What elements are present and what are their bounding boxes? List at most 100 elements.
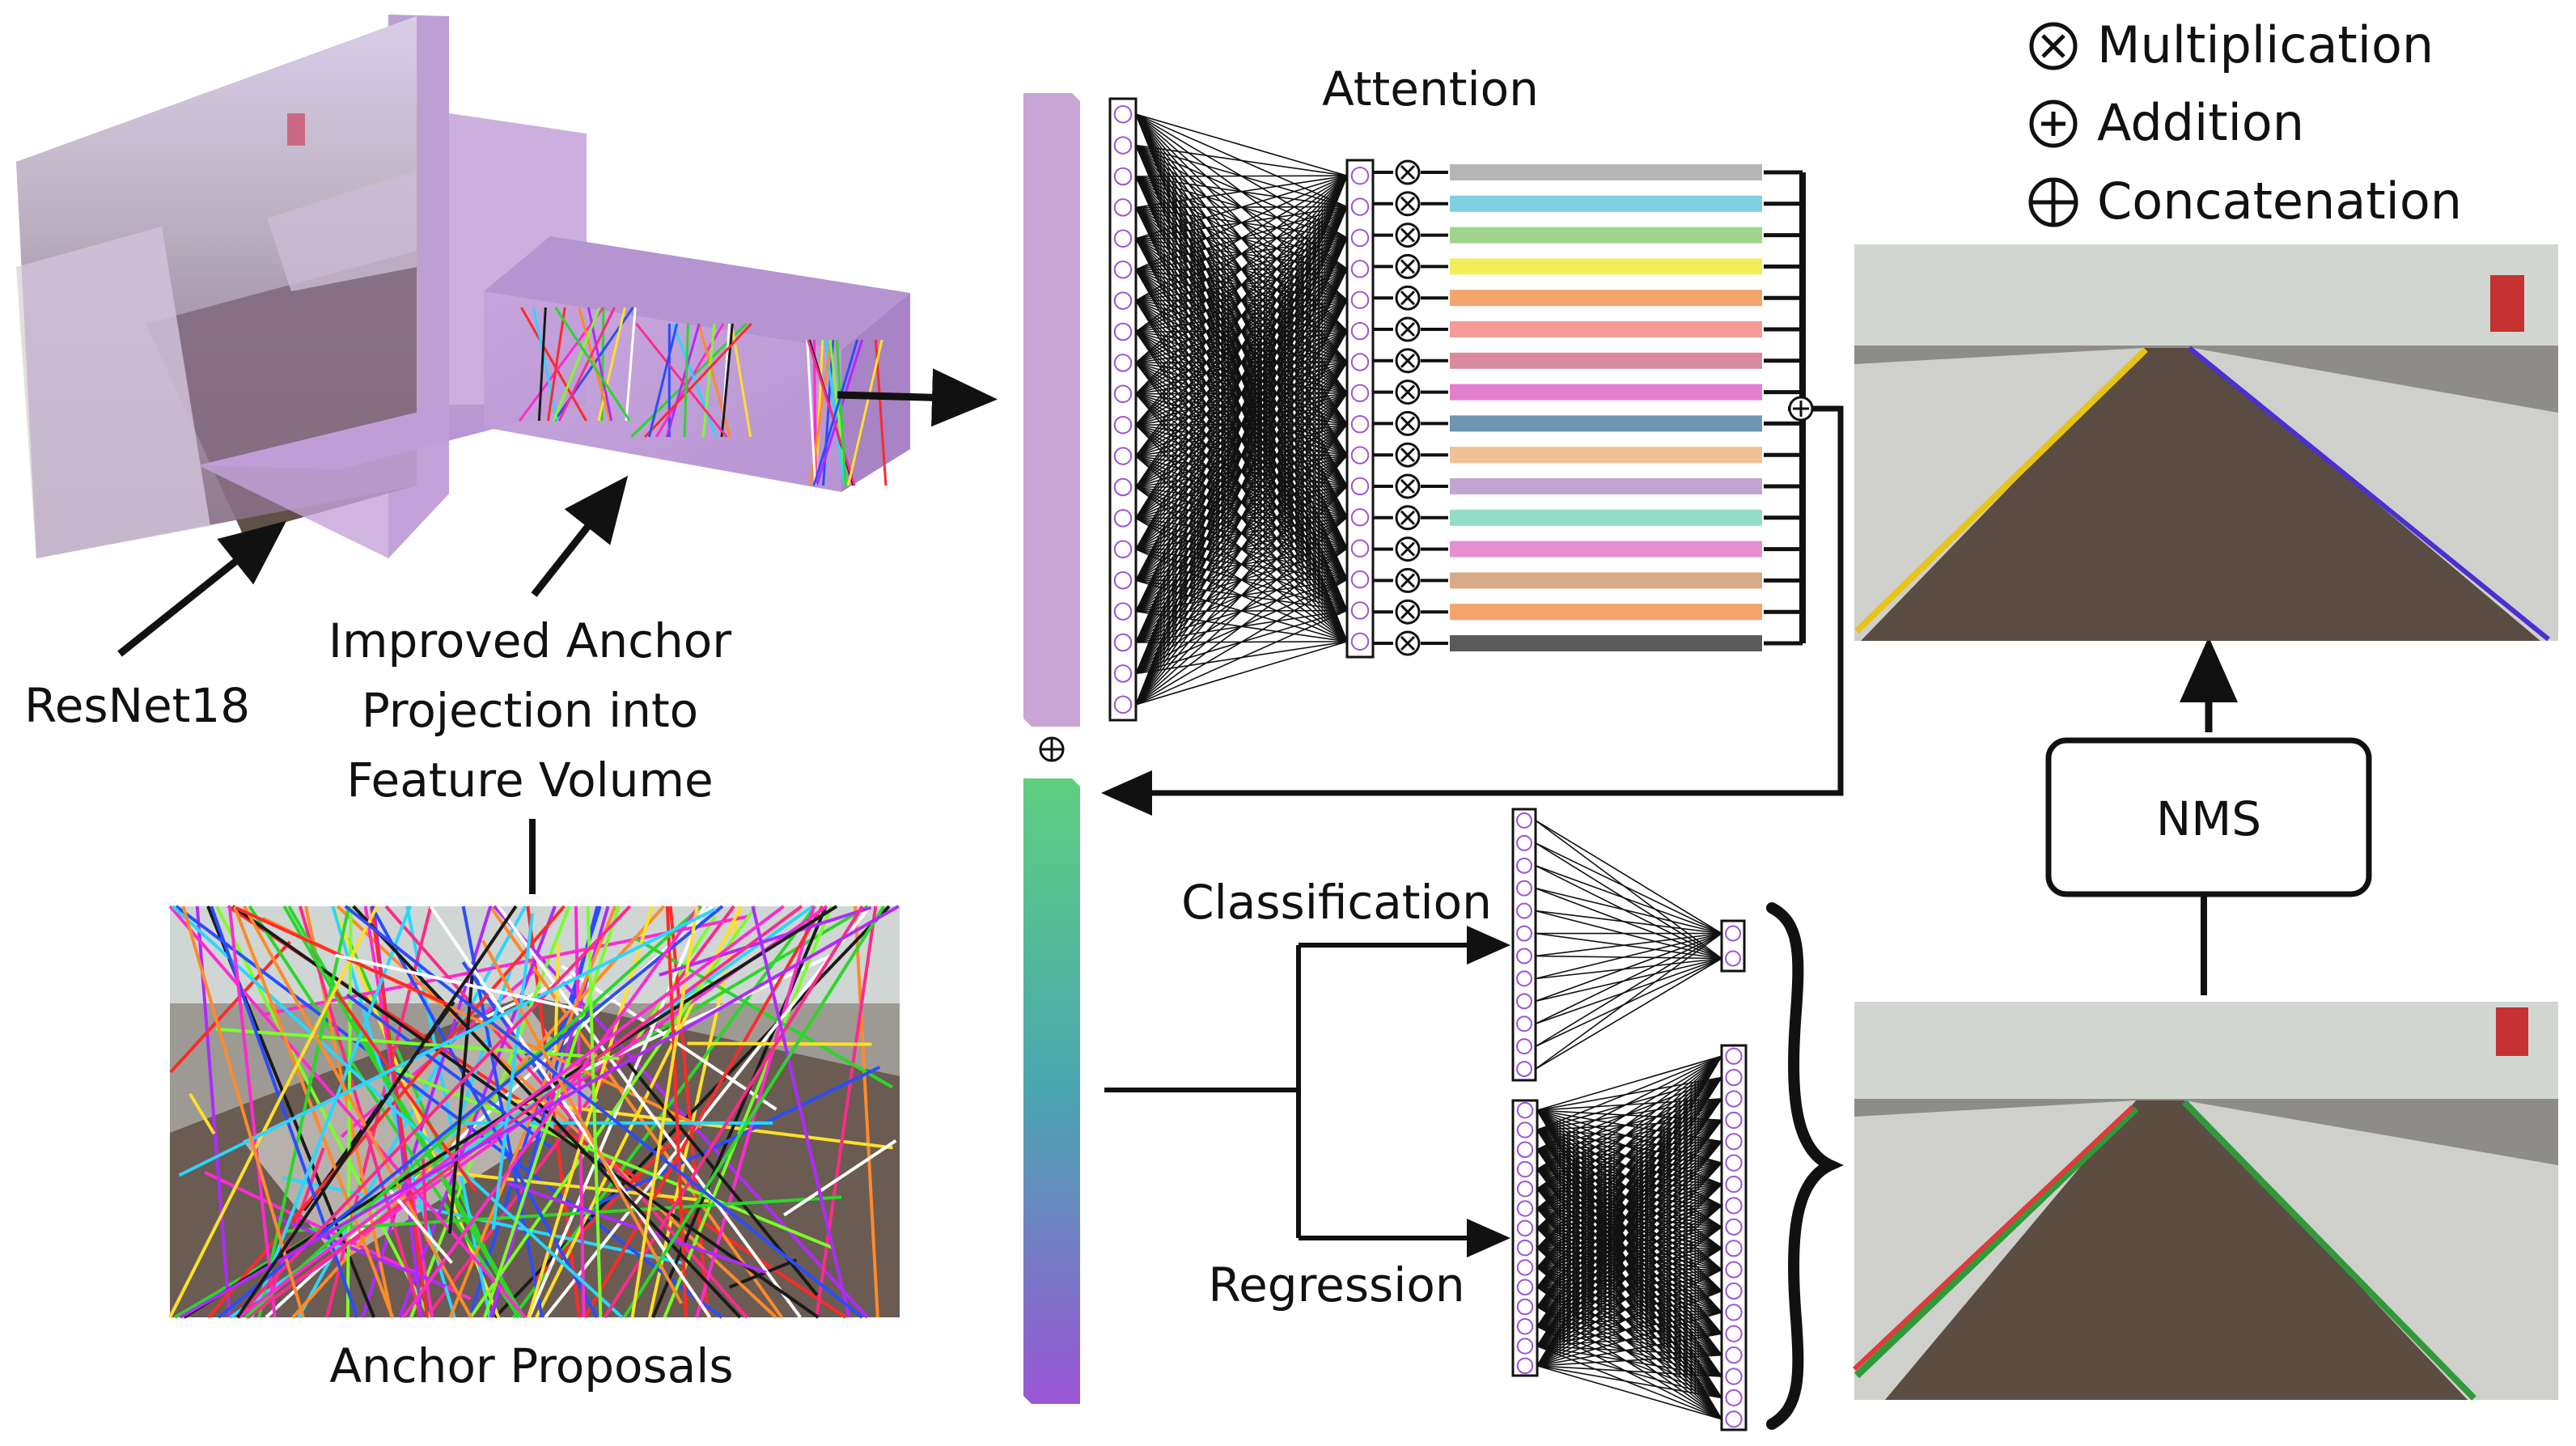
addition-icon bbox=[2032, 102, 2075, 146]
neuron bbox=[1352, 416, 1368, 432]
neuron bbox=[1517, 836, 1532, 850]
multiplication-icon bbox=[1396, 443, 1419, 466]
neuron bbox=[1352, 291, 1368, 307]
neuron bbox=[1518, 1201, 1532, 1215]
neuron bbox=[1115, 665, 1131, 681]
neuron bbox=[1115, 168, 1131, 184]
neuron bbox=[1517, 1039, 1532, 1054]
anchor-line bbox=[687, 1043, 871, 1044]
neuron bbox=[1726, 1368, 1741, 1384]
neuron bbox=[1517, 813, 1532, 828]
neuron bbox=[1726, 1219, 1741, 1235]
neuron bbox=[1726, 1070, 1741, 1085]
neuron bbox=[1115, 541, 1131, 558]
attention-weights bbox=[1373, 161, 1803, 655]
neuron bbox=[1517, 1016, 1532, 1031]
neuron bbox=[1726, 1177, 1741, 1192]
legend-addition: Addition bbox=[2097, 93, 2304, 152]
neuron bbox=[1518, 1240, 1532, 1255]
neuron bbox=[1352, 571, 1368, 587]
attention-weight-bar bbox=[1450, 604, 1762, 620]
backbone-label: ResNet18 bbox=[24, 678, 250, 733]
attention-weight-bar bbox=[1450, 290, 1762, 306]
curly-brace bbox=[1772, 908, 1830, 1424]
anchor-proposals-label: Anchor Proposals bbox=[329, 1338, 733, 1393]
attention-weight-bar bbox=[1450, 447, 1762, 463]
detection-result-image bbox=[1854, 244, 2558, 641]
classification-head bbox=[1513, 809, 1744, 1080]
attention-weight-bar bbox=[1450, 321, 1762, 337]
multiplication-icon bbox=[1396, 286, 1419, 309]
projection-label-2: Projection into bbox=[362, 683, 698, 738]
attention-label: Attention bbox=[1322, 61, 1539, 117]
neuron bbox=[1518, 1181, 1532, 1196]
concatenation-icon bbox=[2031, 180, 2076, 225]
neuron bbox=[1726, 1347, 1741, 1363]
legend-concatenation: Concatenation bbox=[2097, 172, 2462, 231]
neuron bbox=[1115, 199, 1131, 215]
neuron bbox=[1115, 292, 1131, 308]
multiplication-icon bbox=[1396, 632, 1419, 655]
backbone-arrow bbox=[120, 530, 275, 654]
neuron bbox=[1115, 603, 1131, 619]
prediction-image bbox=[1854, 1002, 2558, 1400]
layer-input bbox=[1110, 99, 1136, 720]
neuron bbox=[1518, 1260, 1532, 1274]
neuron bbox=[1726, 1091, 1741, 1106]
multiplication-icon bbox=[1396, 255, 1419, 278]
attention-weight-bar bbox=[1450, 258, 1762, 274]
concatenation-icon bbox=[1040, 738, 1063, 761]
neuron bbox=[1115, 634, 1131, 651]
neuron bbox=[1726, 927, 1740, 941]
anchor-proposals-image bbox=[170, 906, 900, 1317]
neuron bbox=[1726, 1304, 1741, 1320]
neuron bbox=[1352, 385, 1368, 401]
attention-weight-bar bbox=[1450, 196, 1762, 212]
multiplication-icon bbox=[1396, 507, 1419, 529]
attention-weight-bar bbox=[1450, 635, 1762, 651]
neuron bbox=[1115, 137, 1131, 153]
attention-weight-bar bbox=[1450, 415, 1762, 431]
multiplication-icon bbox=[1396, 475, 1419, 498]
neuron bbox=[1726, 1049, 1741, 1064]
projection-label-3: Feature Volume bbox=[346, 753, 713, 808]
neuron bbox=[1726, 1113, 1741, 1128]
volume-to-vector-arrow bbox=[837, 395, 983, 399]
neuron bbox=[1517, 971, 1532, 986]
classification-label: Classification bbox=[1181, 875, 1492, 930]
neuron bbox=[1517, 1062, 1532, 1076]
multiplication-icon bbox=[1396, 600, 1419, 623]
neuron bbox=[1115, 417, 1131, 433]
neuron bbox=[1115, 447, 1131, 464]
neuron bbox=[1115, 324, 1131, 340]
neuron bbox=[1115, 231, 1131, 247]
projection-arrow bbox=[534, 487, 619, 595]
neuron bbox=[1352, 478, 1368, 494]
attention-network bbox=[1110, 99, 1373, 720]
attention-weight-bar bbox=[1450, 384, 1762, 401]
neuron bbox=[1352, 230, 1368, 246]
neuron bbox=[1518, 1300, 1532, 1314]
neuron bbox=[1518, 1338, 1532, 1353]
multiplication-icon bbox=[1396, 538, 1419, 561]
neuron bbox=[1726, 1411, 1741, 1427]
attention-weight-bar bbox=[1450, 353, 1762, 369]
multiplication-icon bbox=[1396, 569, 1419, 592]
nms-label: NMS bbox=[2156, 791, 2261, 846]
neuron bbox=[1518, 1279, 1532, 1294]
nms-box: NMS bbox=[2049, 740, 2369, 894]
feature-vector bbox=[1023, 93, 1080, 727]
neuron bbox=[1726, 1390, 1741, 1406]
neuron bbox=[1726, 952, 1740, 966]
neuron bbox=[1115, 106, 1131, 122]
neuron bbox=[1517, 859, 1532, 873]
neuron bbox=[1352, 198, 1368, 214]
concatenated-feature-vector bbox=[1023, 778, 1080, 1404]
neuron bbox=[1517, 904, 1532, 918]
attention-weight-bar bbox=[1450, 510, 1762, 526]
neuron bbox=[1352, 602, 1368, 618]
neuron bbox=[1352, 167, 1368, 184]
neuron bbox=[1517, 927, 1532, 941]
neuron bbox=[1352, 509, 1368, 525]
multiplication-icon bbox=[1396, 381, 1419, 404]
